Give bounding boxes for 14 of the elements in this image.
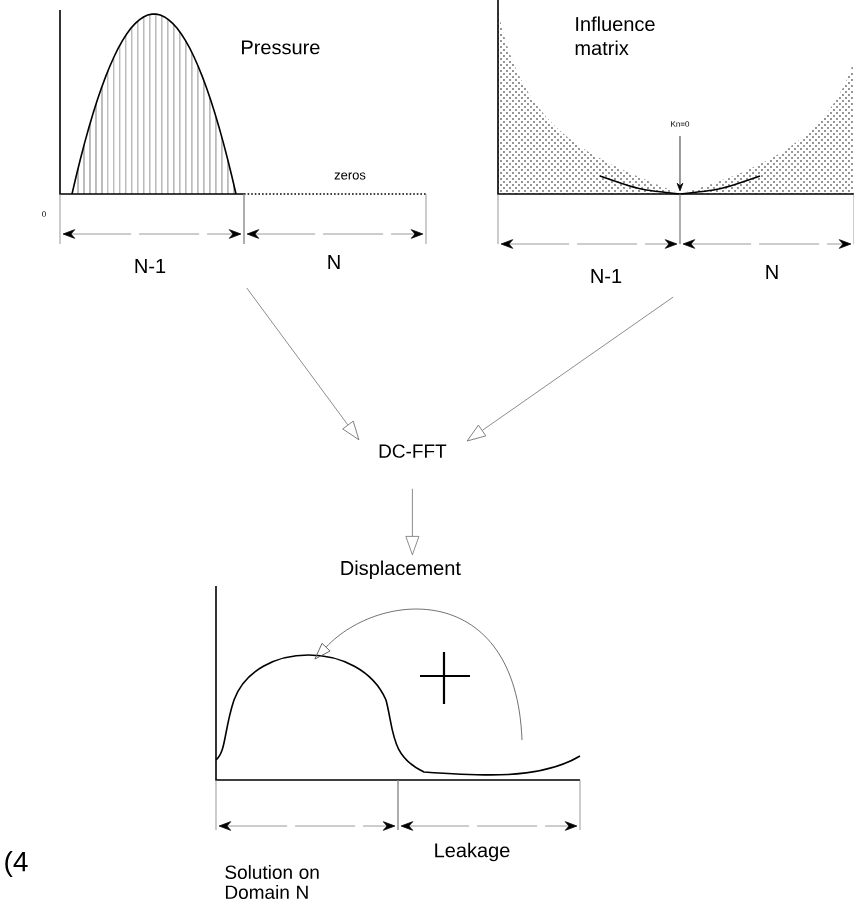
chart-title: Displacement: [341, 560, 461, 580]
process-label: DC-FFT: [379, 444, 447, 458]
figure-number: (4: [5, 850, 28, 878]
dimension-label: Leakage: [435, 842, 510, 862]
arrow: [405, 488, 420, 556]
dimension-label: N: [766, 265, 778, 279]
arrow: [246, 287, 360, 441]
dimension-label: Solution on Domain N: [225, 865, 319, 899]
arrow: [466, 296, 674, 442]
dimension-label: N: [328, 255, 340, 269]
chart-title: Pressure: [242, 40, 320, 55]
dimension-label: N-1: [135, 259, 166, 273]
chart-title: Influence matrix: [575, 16, 655, 56]
dimension-label: N-1: [591, 269, 622, 283]
